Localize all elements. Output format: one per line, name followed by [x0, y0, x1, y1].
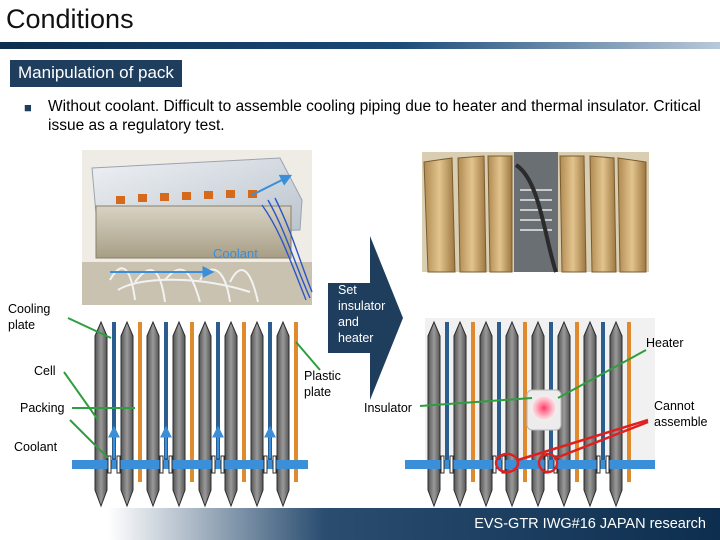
coolant-pipe — [405, 460, 655, 469]
cell — [505, 320, 519, 508]
heater-glow — [531, 395, 557, 421]
cooling-plate — [268, 322, 272, 462]
cell — [250, 320, 264, 508]
coolant-label: Coolant — [14, 440, 58, 454]
plastic-plate — [575, 322, 579, 482]
cooling-plate — [497, 322, 501, 462]
plastic-plate — [627, 322, 631, 482]
plastic-plate — [523, 322, 527, 482]
cell-label: Cell — [34, 364, 56, 378]
cooling-plate — [216, 322, 220, 462]
pack-photo — [82, 150, 313, 305]
cooling-plate — [601, 322, 605, 462]
packing-label: Packing — [20, 401, 65, 415]
left-pack-schematic — [63, 317, 321, 508]
cell — [583, 320, 597, 508]
cannot-assemble-marker — [537, 452, 559, 474]
process-arrow — [328, 236, 403, 400]
cell — [172, 320, 186, 508]
cooling-plate — [164, 322, 168, 462]
title-underline — [0, 42, 720, 49]
plastic-plate — [138, 322, 142, 482]
cell — [198, 320, 212, 508]
coolant-photo-label: Coolant — [213, 246, 258, 261]
cell — [94, 320, 108, 508]
heater-label: Heater — [646, 336, 684, 350]
cell — [609, 320, 623, 508]
cell — [224, 320, 238, 508]
cell — [120, 320, 134, 508]
pipe-joint — [211, 455, 216, 474]
pipe-joint — [596, 455, 601, 474]
cell — [427, 320, 441, 508]
cell — [453, 320, 467, 508]
pipe-joint — [263, 455, 268, 474]
pipe-joint — [159, 455, 164, 474]
cell — [479, 320, 493, 508]
coolant-pipe — [72, 460, 308, 469]
bullet-item: ■ Without coolant. Difficult to assemble… — [24, 97, 704, 135]
footer-text: EVS-GTR IWG#16 JAPAN research — [474, 516, 706, 532]
cooling-plate — [445, 322, 449, 462]
pipe-joint — [440, 455, 445, 474]
plastic-plate — [190, 322, 194, 482]
insulator-label: Insulator — [364, 401, 412, 415]
cooling-plate — [112, 322, 116, 462]
pipe-joint — [107, 455, 112, 474]
cannot-assemble-marker — [494, 452, 520, 474]
plastic-plate — [242, 322, 246, 482]
right-pack-schematic — [405, 318, 655, 508]
page-title: Conditions — [6, 4, 134, 34]
closeup-photo — [422, 152, 649, 273]
square-bullet-icon: ■ — [24, 100, 32, 115]
plastic-plate — [294, 322, 298, 482]
cell — [276, 320, 290, 508]
bullet-text: Without coolant. Difficult to assemble c… — [48, 98, 701, 134]
cell — [146, 320, 160, 508]
section-heading: Manipulation of pack — [10, 60, 182, 87]
footer-bar: EVS-GTR IWG#16 JAPAN research — [0, 508, 720, 540]
